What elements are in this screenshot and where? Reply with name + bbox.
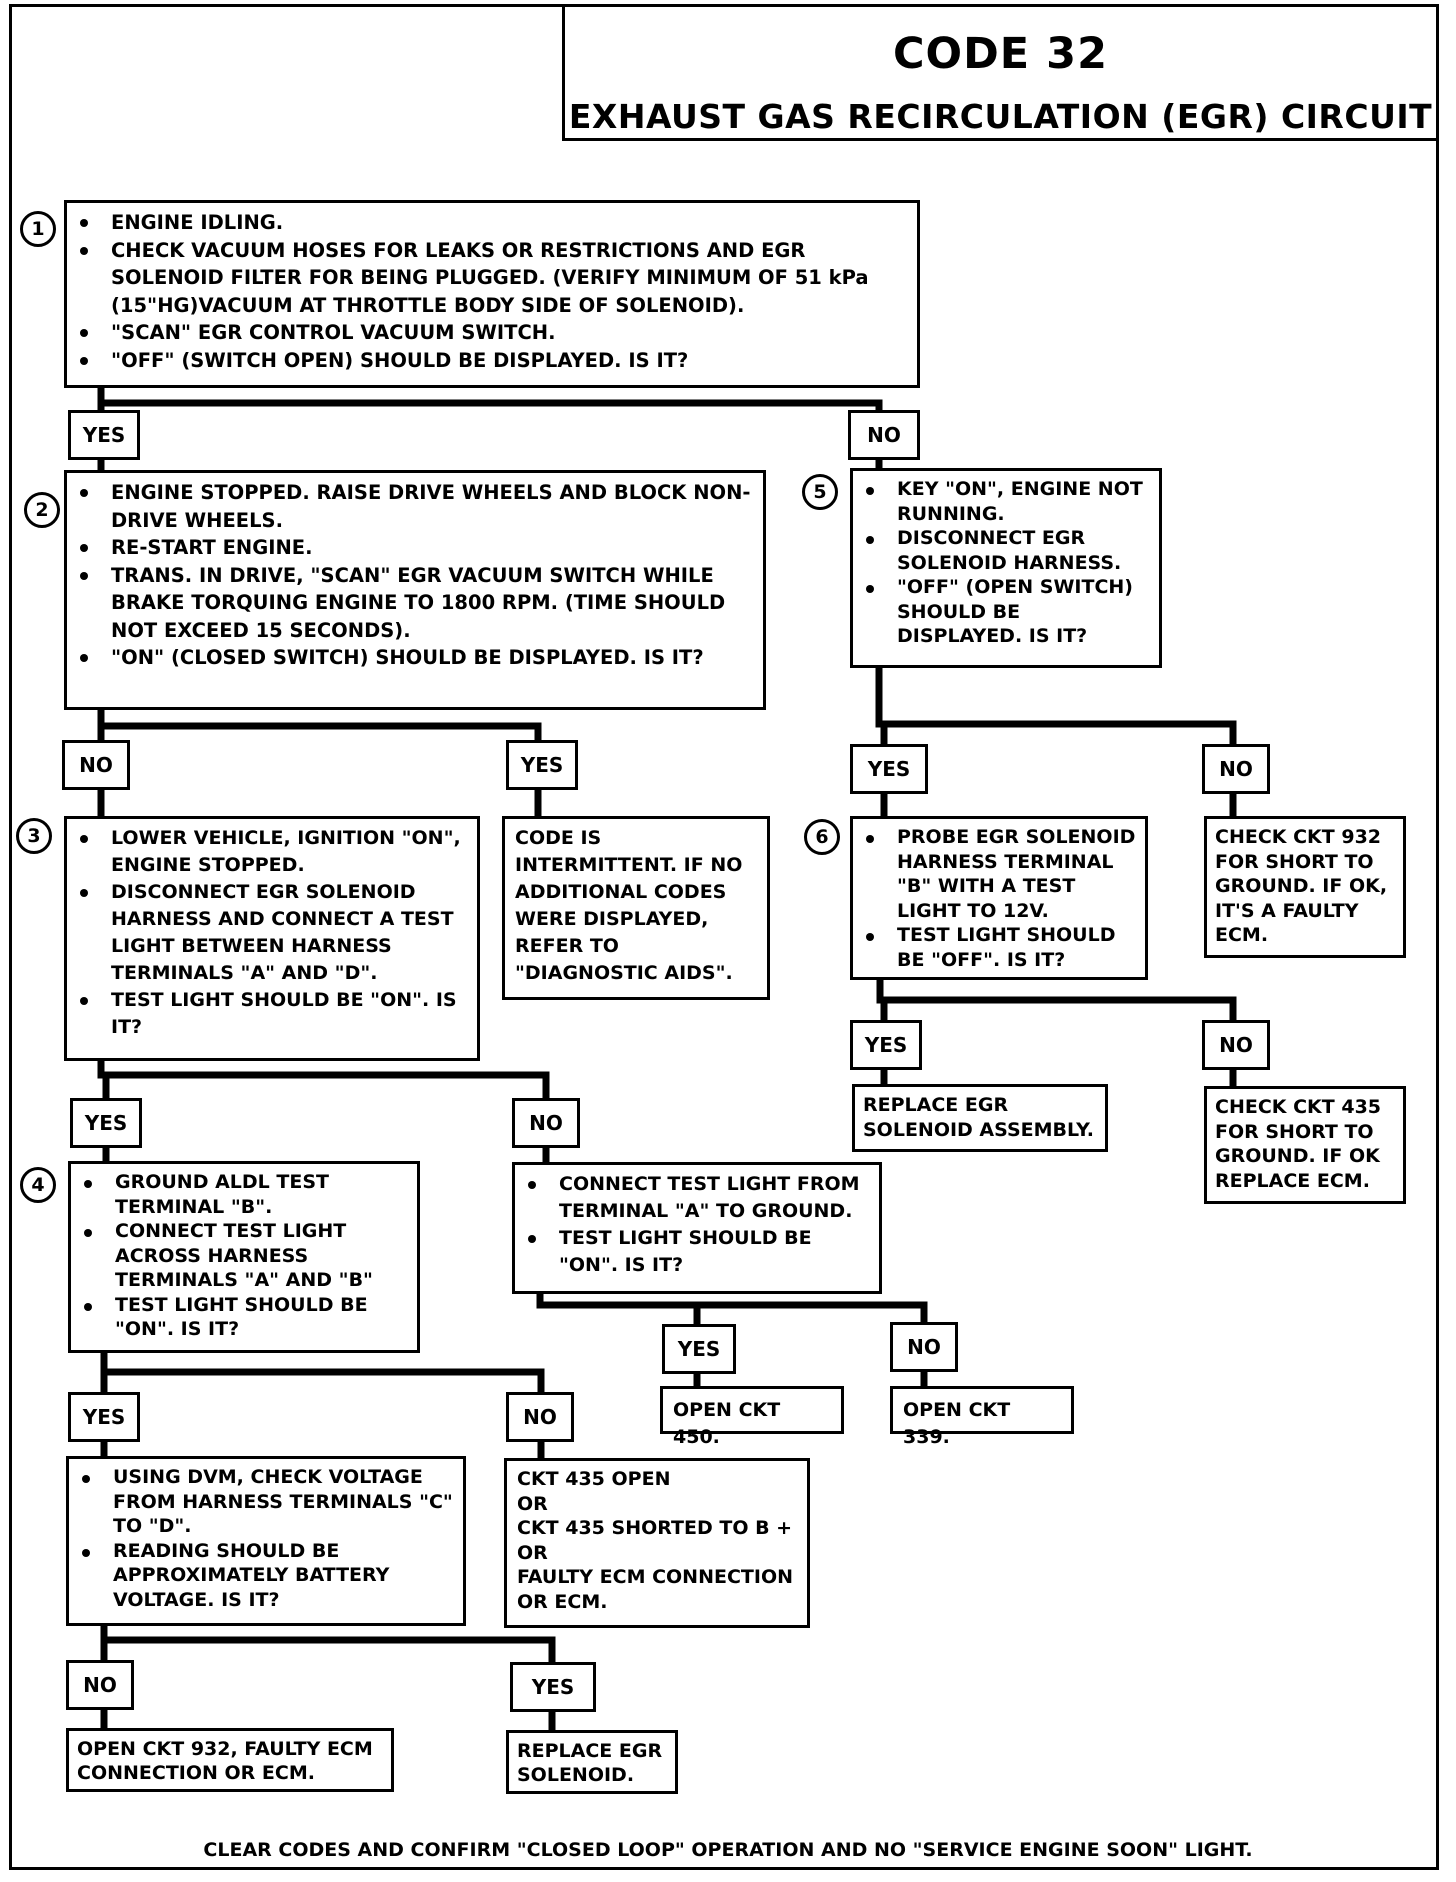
open-ckt-339-box: OPEN CKT 339. <box>890 1386 1074 1448</box>
yes-label: YES <box>70 1098 142 1148</box>
yes-label: YES <box>506 740 578 790</box>
list-item: "SCAN" EGR CONTROL VACUUM SWITCH. <box>77 319 909 347</box>
step-6-box: PROBE EGR SOLENOID HARNESS TERMINAL "B" … <box>850 816 1148 980</box>
no-label: NO <box>848 410 920 460</box>
list-item: DISCONNECT EGR SOLENOID HARNESS. <box>863 526 1151 575</box>
yes-label: YES <box>850 1020 922 1070</box>
intermittent-box: CODE IS INTERMITTENT. IF NO ADDITIONAL C… <box>502 816 770 1000</box>
list-item: TEST LIGHT SHOULD BE "ON". IS IT? <box>525 1225 871 1279</box>
step-number-1: 1 <box>20 211 56 247</box>
list-item: TEST LIGHT SHOULD BE "OFF". IS IT? <box>863 923 1137 972</box>
replace-egr-solenoid-box: REPLACE EGR SOLENOID. <box>506 1730 678 1794</box>
step-1-box: ENGINE IDLING. CHECK VACUUM HOSES FOR LE… <box>64 200 920 388</box>
dvm-check-box: USING DVM, CHECK VOLTAGE FROM HARNESS TE… <box>66 1456 466 1626</box>
check-ckt-932-box: CHECK CKT 932 FOR SHORT TO GROUND. IF OK… <box>1204 816 1406 958</box>
step-2-box: ENGINE STOPPED. RAISE DRIVE WHEELS AND B… <box>64 470 766 710</box>
step-3-box: LOWER VEHICLE, IGNITION "ON", ENGINE STO… <box>64 816 480 1061</box>
list-item: GROUND ALDL TEST TERMINAL "B". <box>81 1170 409 1219</box>
connector <box>875 662 1237 748</box>
no-label: NO <box>1202 1020 1270 1070</box>
title-box: CODE 32 EXHAUST GAS RECIRCULATION (EGR) … <box>562 4 1439 141</box>
step-5-box: KEY "ON", ENGINE NOT RUNNING. DISCONNECT… <box>850 468 1162 668</box>
ckt-435-open-box: CKT 435 OPEN OR CKT 435 SHORTED TO B + O… <box>504 1458 810 1628</box>
no-label: NO <box>1202 744 1270 794</box>
list-item: TRANS. IN DRIVE, "SCAN" EGR VACUUM SWITC… <box>77 562 755 645</box>
list-item: TEST LIGHT SHOULD BE "ON". IS IT? <box>77 987 469 1041</box>
no-label: NO <box>62 740 130 790</box>
yes-label: YES <box>510 1662 596 1712</box>
step-number-5: 5 <box>802 474 838 510</box>
step-number-6: 6 <box>804 819 840 855</box>
list-item: "ON" (CLOSED SWITCH) SHOULD BE DISPLAYED… <box>77 644 755 672</box>
open-ckt-932-box: OPEN CKT 932, FAULTY ECM CONNECTION OR E… <box>66 1728 394 1792</box>
list-item: CONNECT TEST LIGHT ACROSS HARNESS TERMIN… <box>81 1219 409 1293</box>
list-item: PROBE EGR SOLENOID HARNESS TERMINAL "B" … <box>863 825 1137 923</box>
step-number-2: 2 <box>24 492 60 528</box>
connector <box>97 1055 550 1102</box>
list-item: TEST LIGHT SHOULD BE "ON". IS IT? <box>81 1293 409 1342</box>
list-item: "OFF" (OPEN SWITCH) SHOULD BE DISPLAYED.… <box>863 575 1151 649</box>
replace-egr-assembly-box: REPLACE EGR SOLENOID ASSEMBLY. <box>852 1084 1108 1152</box>
list-item: ENGINE STOPPED. RAISE DRIVE WHEELS AND B… <box>77 479 755 534</box>
no-label: NO <box>890 1322 958 1372</box>
list-item: RE-START ENGINE. <box>77 534 755 562</box>
no-label: NO <box>512 1098 580 1148</box>
no-label: NO <box>66 1660 134 1710</box>
page-subtitle: EXHAUST GAS RECIRCULATION (EGR) CIRCUIT <box>568 97 1433 136</box>
list-item: ENGINE IDLING. <box>77 209 909 237</box>
list-item: USING DVM, CHECK VOLTAGE FROM HARNESS TE… <box>79 1465 455 1539</box>
yes-label: YES <box>68 410 140 460</box>
yes-label: YES <box>662 1324 736 1374</box>
connect-light-box: CONNECT TEST LIGHT FROM TERMINAL "A" TO … <box>512 1162 882 1294</box>
connector <box>97 382 883 434</box>
list-item: KEY "ON", ENGINE NOT RUNNING. <box>863 477 1151 526</box>
list-item: LOWER VEHICLE, IGNITION "ON", ENGINE STO… <box>77 825 469 879</box>
open-ckt-450-box: OPEN CKT 450. <box>660 1386 844 1448</box>
list-item: CONNECT TEST LIGHT FROM TERMINAL "A" TO … <box>525 1171 871 1225</box>
connector <box>100 1620 556 1664</box>
yes-label: YES <box>850 744 928 794</box>
page-title: CODE 32 <box>893 29 1108 79</box>
footer-note: CLEAR CODES AND CONFIRM "CLOSED LOOP" OP… <box>203 1839 1253 1861</box>
check-ckt-435-box: CHECK CKT 435 FOR SHORT TO GROUND. IF OK… <box>1204 1086 1406 1204</box>
list-item: CHECK VACUUM HOSES FOR LEAKS OR RESTRICT… <box>77 237 909 320</box>
connector <box>97 704 542 744</box>
connector <box>100 1347 545 1396</box>
connector <box>536 1288 928 1326</box>
list-item: READING SHOULD BE APPROXIMATELY BATTERY … <box>79 1539 455 1613</box>
step-4-box: GROUND ALDL TEST TERMINAL "B". CONNECT T… <box>68 1161 420 1353</box>
list-item: DISCONNECT EGR SOLENOID HARNESS AND CONN… <box>77 879 469 987</box>
step-number-3: 3 <box>16 818 52 854</box>
no-label: NO <box>506 1392 574 1442</box>
step-number-4: 4 <box>20 1167 56 1203</box>
yes-label: YES <box>68 1392 140 1442</box>
connector <box>876 974 1237 1024</box>
list-item: "OFF" (SWITCH OPEN) SHOULD BE DISPLAYED.… <box>77 347 909 375</box>
